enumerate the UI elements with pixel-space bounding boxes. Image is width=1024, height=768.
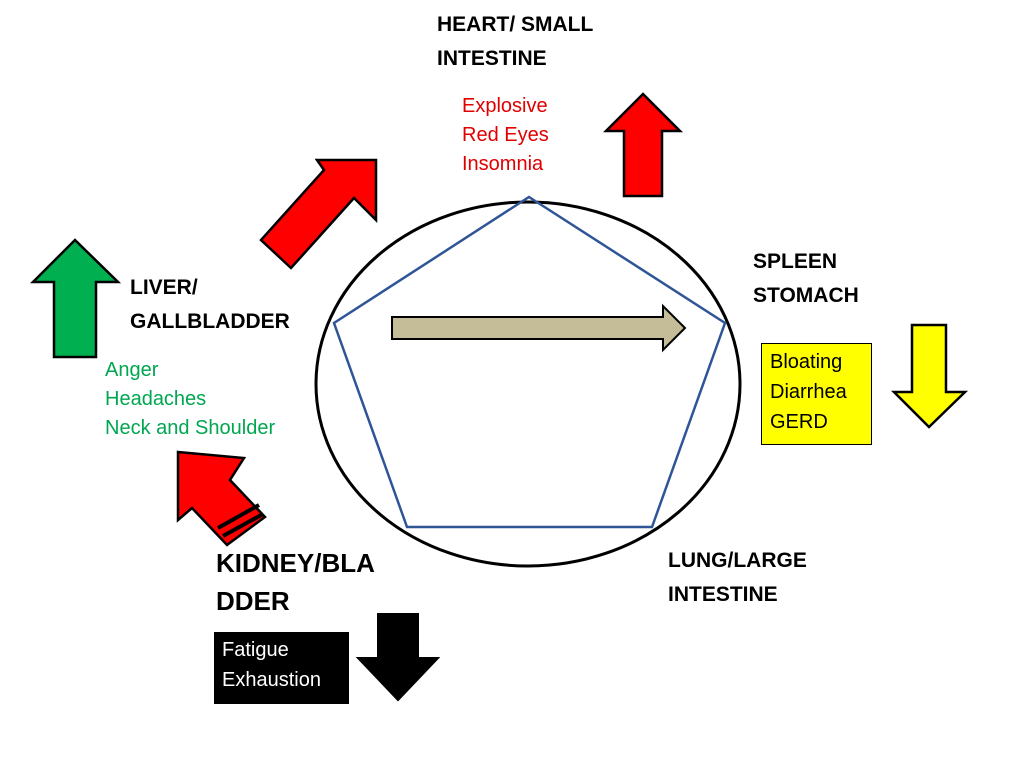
spleen-symptom: Bloating: [770, 351, 843, 373]
heart-label-line: HEART/ SMALL: [437, 13, 594, 36]
liver-label-line: LIVER/: [130, 276, 198, 299]
lung-label-line: LUNG/LARGE: [668, 549, 807, 572]
heart-symptoms: Explosive Red Eyes Insomnia: [462, 92, 549, 179]
element-pentagon: [332, 195, 727, 529]
kidney-down-arrow: [355, 613, 441, 702]
kidney-label-line: KIDNEY/BLA: [216, 548, 375, 578]
kidney-symptom: Fatigue: [222, 639, 289, 661]
kidney-arrow-stripe: [222, 512, 264, 538]
heart-label-line: INTESTINE: [437, 46, 547, 70]
spleen-down-arrow: [890, 323, 969, 429]
spleen-symptoms-box: Bloating Diarrhea GERD: [761, 343, 872, 445]
kidney-label-line: DDER: [216, 585, 290, 616]
liver-up-arrow: [29, 238, 122, 359]
lung-label: LUNG/LARGE INTESTINE: [668, 544, 807, 611]
liver-label: LIVER/ GALLBLADDER: [130, 271, 290, 338]
cycle-circle: [314, 200, 742, 568]
liver-symptom: Headaches: [105, 388, 207, 410]
kidney-label: KIDNEY/BLA DDER: [216, 545, 375, 620]
spleen-label-line: SPLEEN: [753, 250, 838, 273]
kidney-symptoms-box: Fatigue Exhaustion: [214, 632, 349, 704]
spleen-label-line: STOMACH: [753, 283, 859, 307]
spleen-symptom: GERD: [770, 411, 828, 433]
center-right-arrow: [391, 303, 687, 353]
spleen-symptom: Diarrhea: [770, 381, 847, 403]
liver-symptoms: Anger Headaches Neck and Shoulder: [105, 356, 275, 443]
liver-to-heart-arrow: [259, 158, 378, 270]
heart-symptom: Red Eyes: [462, 124, 549, 146]
heart-up-arrow: [602, 92, 684, 198]
heart-symptom: Insomnia: [462, 153, 544, 175]
kidney-symptom: Exhaustion: [222, 669, 321, 691]
liver-label-line: GALLBLADDER: [130, 309, 290, 333]
lung-label-line: INTESTINE: [668, 582, 778, 606]
heart-label: HEART/ SMALL INTESTINE: [437, 8, 593, 75]
heart-symptom: Explosive: [462, 95, 548, 117]
kidney-arrow-stripe: [217, 503, 260, 530]
kidney-to-liver-arrow: [176, 450, 267, 547]
liver-symptom: Anger: [105, 359, 159, 381]
liver-symptom: Neck and Shoulder: [105, 417, 276, 439]
spleen-label: SPLEEN STOMACH: [753, 245, 859, 312]
